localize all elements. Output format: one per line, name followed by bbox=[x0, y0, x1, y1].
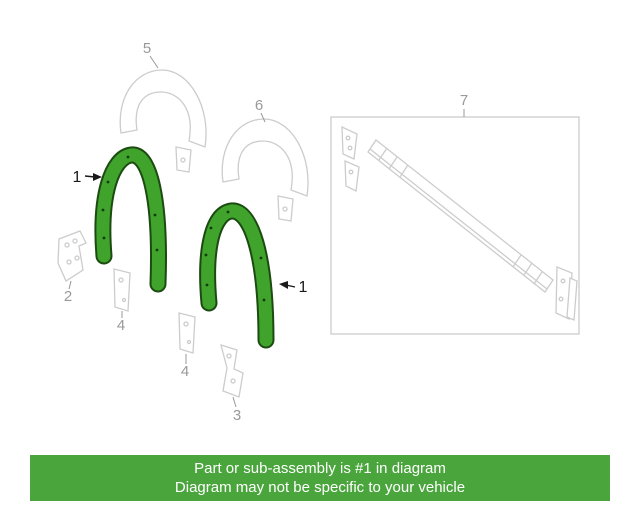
seal-hatch bbox=[523, 262, 533, 276]
bolt-hole bbox=[121, 297, 127, 303]
bolt-hole bbox=[72, 238, 78, 244]
part-7-bracket-right-b bbox=[566, 277, 578, 321]
seal-hatch bbox=[378, 147, 388, 161]
part-1-left-highlight[interactable] bbox=[96, 148, 165, 291]
seal-hatch bbox=[388, 156, 398, 170]
rivet-dot bbox=[101, 208, 105, 212]
arrow-right-icon bbox=[93, 173, 102, 181]
bolt-hole bbox=[345, 135, 351, 141]
rivet-dot bbox=[204, 253, 208, 257]
part-1-group bbox=[94, 146, 275, 349]
part-7-bracket-left-a bbox=[341, 125, 358, 160]
bolt-hole bbox=[347, 145, 353, 151]
info-banner: Part or sub-assembly is #1 in diagram Di… bbox=[30, 455, 610, 501]
bolt-hole bbox=[230, 378, 236, 384]
seal-hatch bbox=[533, 271, 543, 285]
callout-1-left[interactable]: 1 bbox=[73, 169, 82, 186]
label-7: 7 bbox=[460, 92, 468, 109]
rivet-dot bbox=[262, 298, 266, 302]
bolt-hole bbox=[186, 339, 192, 345]
bolt-hole bbox=[74, 255, 80, 261]
seal-hatch bbox=[512, 254, 522, 268]
rivet-dot bbox=[209, 226, 213, 230]
part-1-rivet-dots bbox=[101, 155, 266, 302]
leader-3 bbox=[232, 396, 237, 408]
bolt-hole bbox=[348, 169, 354, 175]
bolt-hole bbox=[558, 296, 564, 302]
part-4-bracket-a bbox=[113, 268, 131, 312]
leader-lines bbox=[68, 55, 465, 408]
bolt-hole bbox=[226, 353, 232, 359]
part-7-bracket-left-b bbox=[344, 159, 360, 192]
info-banner-background bbox=[30, 455, 610, 501]
gray-parts-group bbox=[57, 69, 580, 398]
rivet-dot bbox=[153, 213, 157, 217]
part-2-bracket bbox=[57, 230, 87, 282]
rivet-dot bbox=[126, 155, 130, 159]
rivet-dot bbox=[205, 283, 209, 287]
rivet-dot bbox=[259, 256, 263, 260]
callout-1-right[interactable]: 1 bbox=[299, 279, 308, 296]
arrow-left-icon bbox=[279, 281, 288, 289]
rivet-dot bbox=[226, 210, 230, 214]
rivet-dot bbox=[106, 180, 110, 184]
info-banner-line1: Part or sub-assembly is #1 in diagram bbox=[194, 460, 446, 477]
callout-1-group: 1 1 bbox=[73, 169, 308, 296]
label-3: 3 bbox=[233, 407, 241, 424]
bolt-hole bbox=[66, 259, 72, 265]
rivet-dot bbox=[155, 248, 159, 252]
part-7-seal-inner-line bbox=[369, 148, 548, 290]
leader-5 bbox=[149, 55, 159, 69]
bolt-hole bbox=[183, 321, 189, 327]
label-6: 6 bbox=[255, 97, 263, 114]
part-3-bracket bbox=[220, 344, 244, 398]
number-labels: 5 6 7 2 4 4 3 bbox=[64, 40, 468, 424]
rivet-dot bbox=[102, 236, 106, 240]
bolt-hole bbox=[560, 278, 566, 284]
bolt-hole bbox=[64, 242, 70, 248]
seal-hatch bbox=[399, 164, 409, 178]
label-5: 5 bbox=[143, 40, 151, 57]
part-1-right-highlight[interactable] bbox=[201, 204, 273, 347]
label-4a: 4 bbox=[117, 317, 125, 334]
info-banner-line2: Diagram may not be specific to your vehi… bbox=[175, 479, 465, 496]
leader-2 bbox=[68, 280, 72, 290]
part-7-seal-strip bbox=[367, 139, 554, 293]
label-2: 2 bbox=[64, 288, 72, 305]
label-4b: 4 bbox=[181, 363, 189, 380]
part-7-box bbox=[330, 116, 580, 335]
leader-6 bbox=[260, 112, 266, 123]
part-4-bracket-b bbox=[178, 312, 196, 354]
bolt-hole bbox=[118, 277, 124, 283]
